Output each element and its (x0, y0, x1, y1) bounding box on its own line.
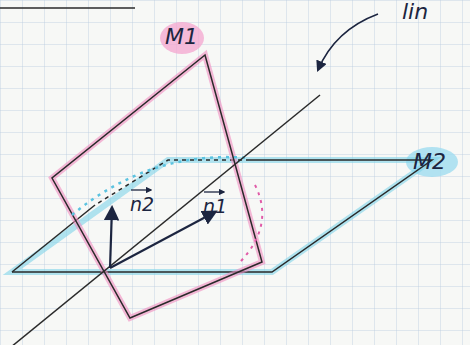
normal-vector-n1 (110, 212, 215, 268)
vector-overarrow (131, 189, 151, 190)
m2-highlight (406, 147, 458, 177)
vector-overarrow (204, 191, 224, 192)
plane-label: M2 (413, 151, 446, 173)
plane-m1-highlight (52, 55, 262, 318)
stray-line (0, 7, 135, 9)
intersection-line (0, 95, 320, 345)
pointer-arrow (318, 14, 378, 70)
normal-vector-n2 (110, 208, 112, 268)
plane-m1 (52, 55, 262, 318)
angle-arc-pink (240, 185, 262, 262)
m1-highlight (160, 22, 204, 54)
vector-label: n1 (203, 197, 227, 216)
angle-arc (72, 157, 248, 215)
plane-label: M1 (165, 26, 198, 48)
line-label: lin (402, 1, 428, 23)
vector-label: n2 (130, 195, 154, 214)
